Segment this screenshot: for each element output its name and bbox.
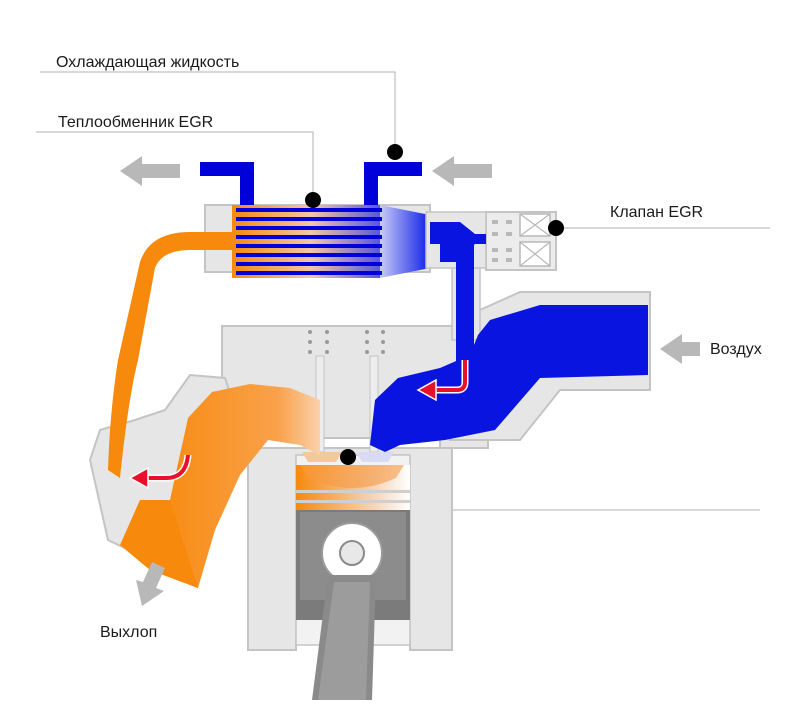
coolant-out-arrow [120, 156, 180, 186]
exhaust-outlet [120, 500, 198, 588]
connecting-rod [312, 575, 376, 700]
egr-actuator-cross-bottom [519, 241, 551, 267]
exhaust-egr-arrowhead [128, 466, 149, 490]
exhaust-out-arrow [136, 562, 165, 606]
egr-drop-tube [456, 244, 474, 364]
intake-valve-head [356, 452, 394, 462]
coolant-leader [40, 71, 396, 150]
cooler-shell [232, 205, 408, 278]
wrist-pin [339, 540, 365, 566]
egr-valve-callout-dot [548, 220, 564, 236]
egr-cooler-label: Теплообменник EGR [58, 114, 214, 131]
cooler-tubes [236, 208, 382, 275]
piston-assembly [295, 454, 411, 700]
egr-actuator-terminals [492, 220, 512, 262]
piston-ring-2 [296, 500, 410, 503]
exhaust-valve-head [302, 452, 342, 462]
callout-dots [305, 144, 564, 465]
egr-valve [425, 211, 551, 364]
egr-valve-passage [430, 222, 486, 262]
coolant-callout-dot [387, 144, 403, 160]
air-in-arrow [660, 334, 700, 364]
connecting-rod-highlight [318, 582, 370, 700]
piston-ring-1 [296, 490, 410, 493]
coolant-inlet-pipe [200, 162, 254, 205]
egr-cooler-callout-dot [305, 192, 321, 208]
coolant-outlet-pipe [364, 162, 422, 205]
exhaust-label: Выхлоп [100, 624, 158, 641]
exhaust-port [150, 384, 320, 588]
intake-egr-flow-arrow [434, 360, 467, 392]
gray-flow-arrows [120, 156, 700, 606]
head-bolt-dots [308, 330, 385, 354]
air-label: Воздух [710, 341, 762, 358]
intake-egr-arrowhead [416, 378, 437, 402]
egr-valve-label: Клапан EGR [610, 204, 704, 221]
egr-cooler [200, 162, 430, 278]
coolant-label: Охлаждающая жидкость [56, 54, 240, 71]
egr-hot-pipe [108, 232, 232, 478]
exhaust-egr-flow-arrow [146, 454, 190, 480]
piston-callout-dot [340, 449, 356, 465]
egr-cooler-leader [36, 131, 314, 198]
egr-actuator-cross-top [519, 213, 551, 237]
cooler-cone [380, 205, 430, 278]
piston-bowl [300, 465, 404, 488]
coolant-in-arrow [432, 156, 492, 186]
intake-duct [370, 305, 648, 452]
